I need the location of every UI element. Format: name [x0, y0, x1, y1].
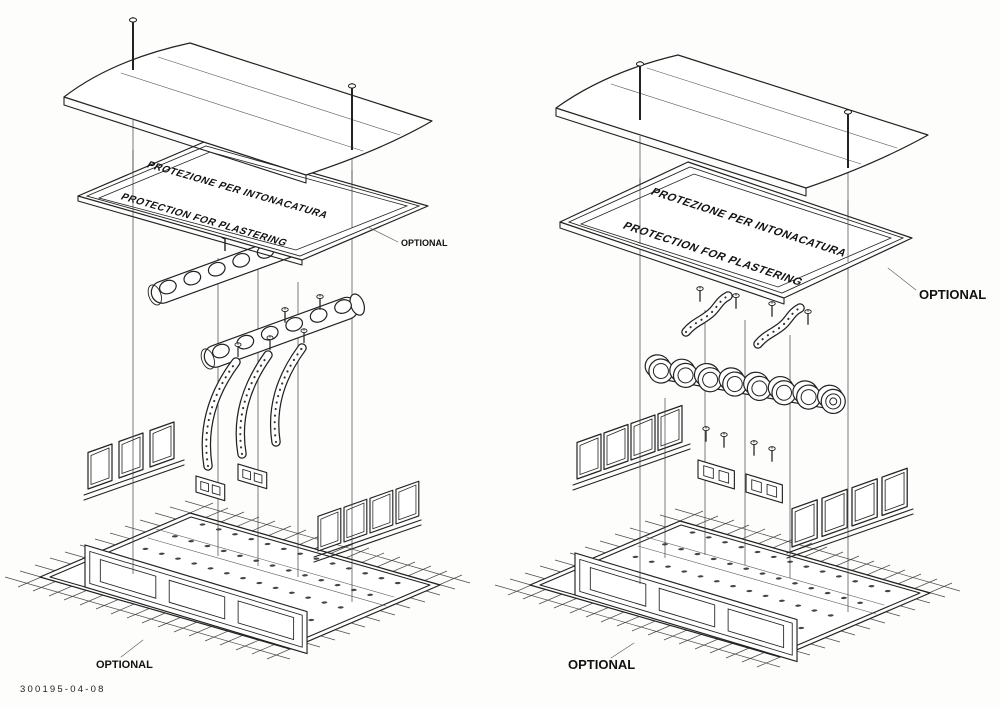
front-wall-panel-left [84, 544, 308, 655]
projection-lines-right [639, 136, 849, 612]
drawing-number: 300195-04-08 [20, 684, 106, 695]
base-tray-right [529, 520, 931, 663]
fixing-pins-left [128, 16, 357, 150]
side-panels-left-row [83, 421, 185, 501]
clamp-block-2 [745, 473, 783, 504]
base-tray-left [39, 512, 441, 655]
plaster-cover-left [63, 42, 433, 184]
labels-left: OPTIONAL OPTIONAL [96, 226, 448, 671]
protection-plate-right: PROTEZIONE PER INTONACATURA PROTECTION F… [559, 161, 913, 305]
optional-label-bottom-right: OPTIONAL [568, 657, 635, 672]
wavy-bracket-1 [681, 291, 733, 337]
side-panels-right-row [313, 480, 422, 563]
curved-strap-2 [235, 350, 273, 459]
mounting-bracket-1 [195, 475, 226, 502]
curved-strap-1 [201, 357, 241, 471]
tube-rail-2 [200, 293, 366, 370]
plaster-cover-right [555, 54, 929, 197]
exploded-view-right: PROTEZIONE PER INTONACATURA PROTECTION F… [494, 54, 986, 672]
clamp-block-1 [697, 459, 735, 490]
wavy-bracket-2 [753, 303, 805, 349]
fixing-pins-right [635, 60, 853, 168]
labels-right: OPTIONAL OPTIONAL [568, 267, 986, 672]
optional-label-top-right: OPTIONAL [919, 287, 986, 302]
front-wall-panel-right [574, 552, 798, 663]
exploded-view-left: PROTEZIONE PER INTONACATURA PROTECTION F… [4, 16, 471, 671]
side-panels-right-row-2 [786, 467, 914, 559]
optional-label-bottom-left: OPTIONAL [96, 659, 153, 671]
optional-label-top-left: OPTIONAL [401, 238, 448, 248]
side-panels-left-row-2 [572, 404, 691, 491]
mounting-bracket-2 [237, 463, 268, 490]
manifold-assembly [644, 354, 846, 415]
projection-lines-left [132, 120, 353, 602]
manifold-flanges [644, 354, 846, 415]
curved-strap-3 [269, 343, 307, 447]
protection-plate-left: PROTEZIONE PER INTONACATURA PROTECTION F… [77, 141, 429, 266]
